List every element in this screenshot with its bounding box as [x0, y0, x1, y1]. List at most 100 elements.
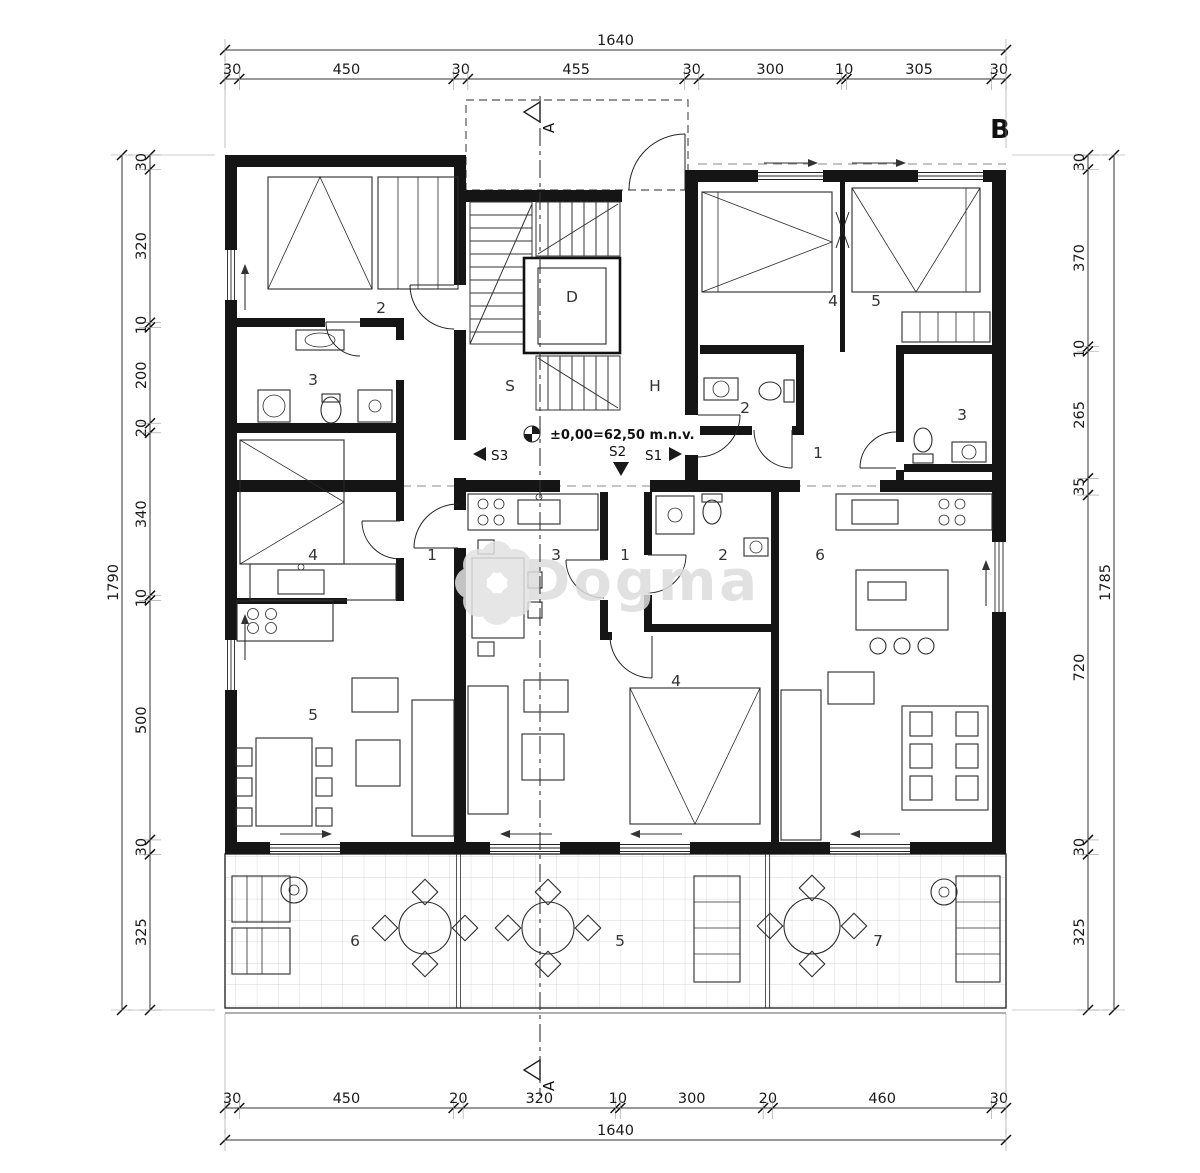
- dimension-label: 720: [1072, 654, 1088, 682]
- kitchen-counter: [236, 600, 334, 642]
- level-marker-icon: [523, 425, 541, 443]
- toilet: [701, 493, 723, 503]
- dimension-label: 300: [678, 1091, 706, 1107]
- kitchen-counter: [467, 493, 599, 531]
- sink: [517, 499, 561, 525]
- dimension-label: 20: [759, 1091, 777, 1107]
- entrance-arrow-s2: [613, 462, 629, 476]
- closet: [901, 311, 991, 343]
- washbasin: [703, 377, 739, 401]
- dimension-label: 370: [1072, 244, 1088, 272]
- dimension-label: 30: [134, 153, 150, 171]
- stairwell-label: S: [505, 377, 515, 395]
- armchair: [523, 679, 569, 713]
- dimension-label: 30: [223, 62, 241, 78]
- washing-machine: [257, 389, 291, 423]
- sofa: [467, 685, 509, 815]
- bed: [701, 191, 833, 293]
- windows: [227, 172, 1004, 852]
- kitchen-counter: [835, 493, 993, 531]
- sofa: [411, 699, 455, 837]
- dimension-label: 1640: [597, 1123, 634, 1139]
- dimension-label: 200: [134, 361, 150, 389]
- dining-table: [255, 737, 313, 827]
- toilet: [783, 379, 795, 403]
- dimension-label: 450: [333, 1091, 361, 1107]
- dimension-label: 320: [525, 1091, 553, 1107]
- washbasin: [951, 441, 987, 463]
- room-label: 3: [957, 406, 967, 424]
- dimension-label: 10: [835, 62, 853, 78]
- terrace-dining-sets: [371, 874, 868, 978]
- direction-arrows: [241, 159, 990, 838]
- armchair: [351, 677, 399, 713]
- dimension-label: 455: [562, 62, 590, 78]
- stair-flight: [535, 201, 621, 257]
- bed: [239, 439, 345, 565]
- dimension-label: 460: [868, 1091, 896, 1107]
- bed: [629, 687, 761, 825]
- dimension-label: 300: [756, 62, 784, 78]
- watermark-text: Dogma: [524, 549, 760, 614]
- dimension-label: 1785: [1098, 564, 1114, 601]
- dimension-label: 265: [1072, 401, 1088, 429]
- room-label: 3: [308, 371, 318, 389]
- stair-flight: [535, 355, 621, 411]
- dimension-label: 340: [134, 500, 150, 528]
- dimension-label: 500: [134, 706, 150, 734]
- room-label: 1: [813, 444, 823, 462]
- kitchen-island: [855, 569, 949, 631]
- room-label: 4: [671, 672, 681, 690]
- armchair: [827, 671, 875, 705]
- bed: [267, 176, 373, 290]
- entrance-canopy: [465, 99, 689, 191]
- kitchen-counter: [249, 563, 397, 601]
- room-label: 4: [308, 546, 318, 564]
- room-labels: 2 3 4 5 4 5 2 3 1 1 3 1 2 6 4 6 5 7: [308, 292, 967, 950]
- room-label: 5: [871, 292, 881, 310]
- terrace-label: 6: [350, 932, 360, 950]
- terrace-label: 5: [615, 932, 625, 950]
- dimension-label: 305: [905, 62, 933, 78]
- room-label: 6: [815, 546, 825, 564]
- sink: [277, 569, 325, 595]
- room-label: 2: [376, 299, 386, 317]
- dimension-label: 30: [223, 1091, 241, 1107]
- room-label: 1: [620, 546, 630, 564]
- entrance-label-s1: S1: [645, 448, 662, 464]
- sofa: [780, 689, 822, 841]
- dimension-label: 30: [134, 838, 150, 856]
- washbasin: [295, 329, 345, 351]
- dimension-label: 35: [1072, 477, 1088, 495]
- entrance-arrow-s1: [669, 447, 682, 461]
- terrace-loungers: [231, 875, 1001, 983]
- coffee-table: [521, 733, 565, 781]
- section-label-bottom: A: [540, 1080, 558, 1091]
- stair-treads: [470, 202, 609, 410]
- stair-core: [469, 201, 622, 443]
- washbasin: [743, 537, 769, 557]
- elevator-label: D: [566, 288, 578, 306]
- dimension-label: 30: [682, 62, 700, 78]
- terrace-plants: [280, 876, 958, 906]
- shower: [655, 495, 695, 535]
- room-label: 4: [828, 292, 838, 310]
- bed: [851, 187, 981, 293]
- section-label-top: A: [540, 122, 558, 133]
- terrace-label: 7: [873, 932, 883, 950]
- dimension-label: 30: [452, 62, 470, 78]
- room-label: 3: [551, 546, 561, 564]
- dimension-label: 10: [134, 589, 150, 607]
- building-label: B: [990, 115, 1010, 145]
- section-line: A A: [522, 96, 558, 1096]
- coffee-table: [355, 739, 401, 787]
- annotations: B D S H ±0,00=62,50 m.n.v. S3 S2 S1 2 3 …: [308, 115, 1010, 950]
- bathroom-fixtures: [257, 329, 987, 557]
- doors: [325, 133, 897, 679]
- toilet: [321, 393, 341, 403]
- room-label: 2: [740, 399, 750, 417]
- dimension-label: 20: [449, 1091, 467, 1107]
- dimension-label: 10: [134, 316, 150, 334]
